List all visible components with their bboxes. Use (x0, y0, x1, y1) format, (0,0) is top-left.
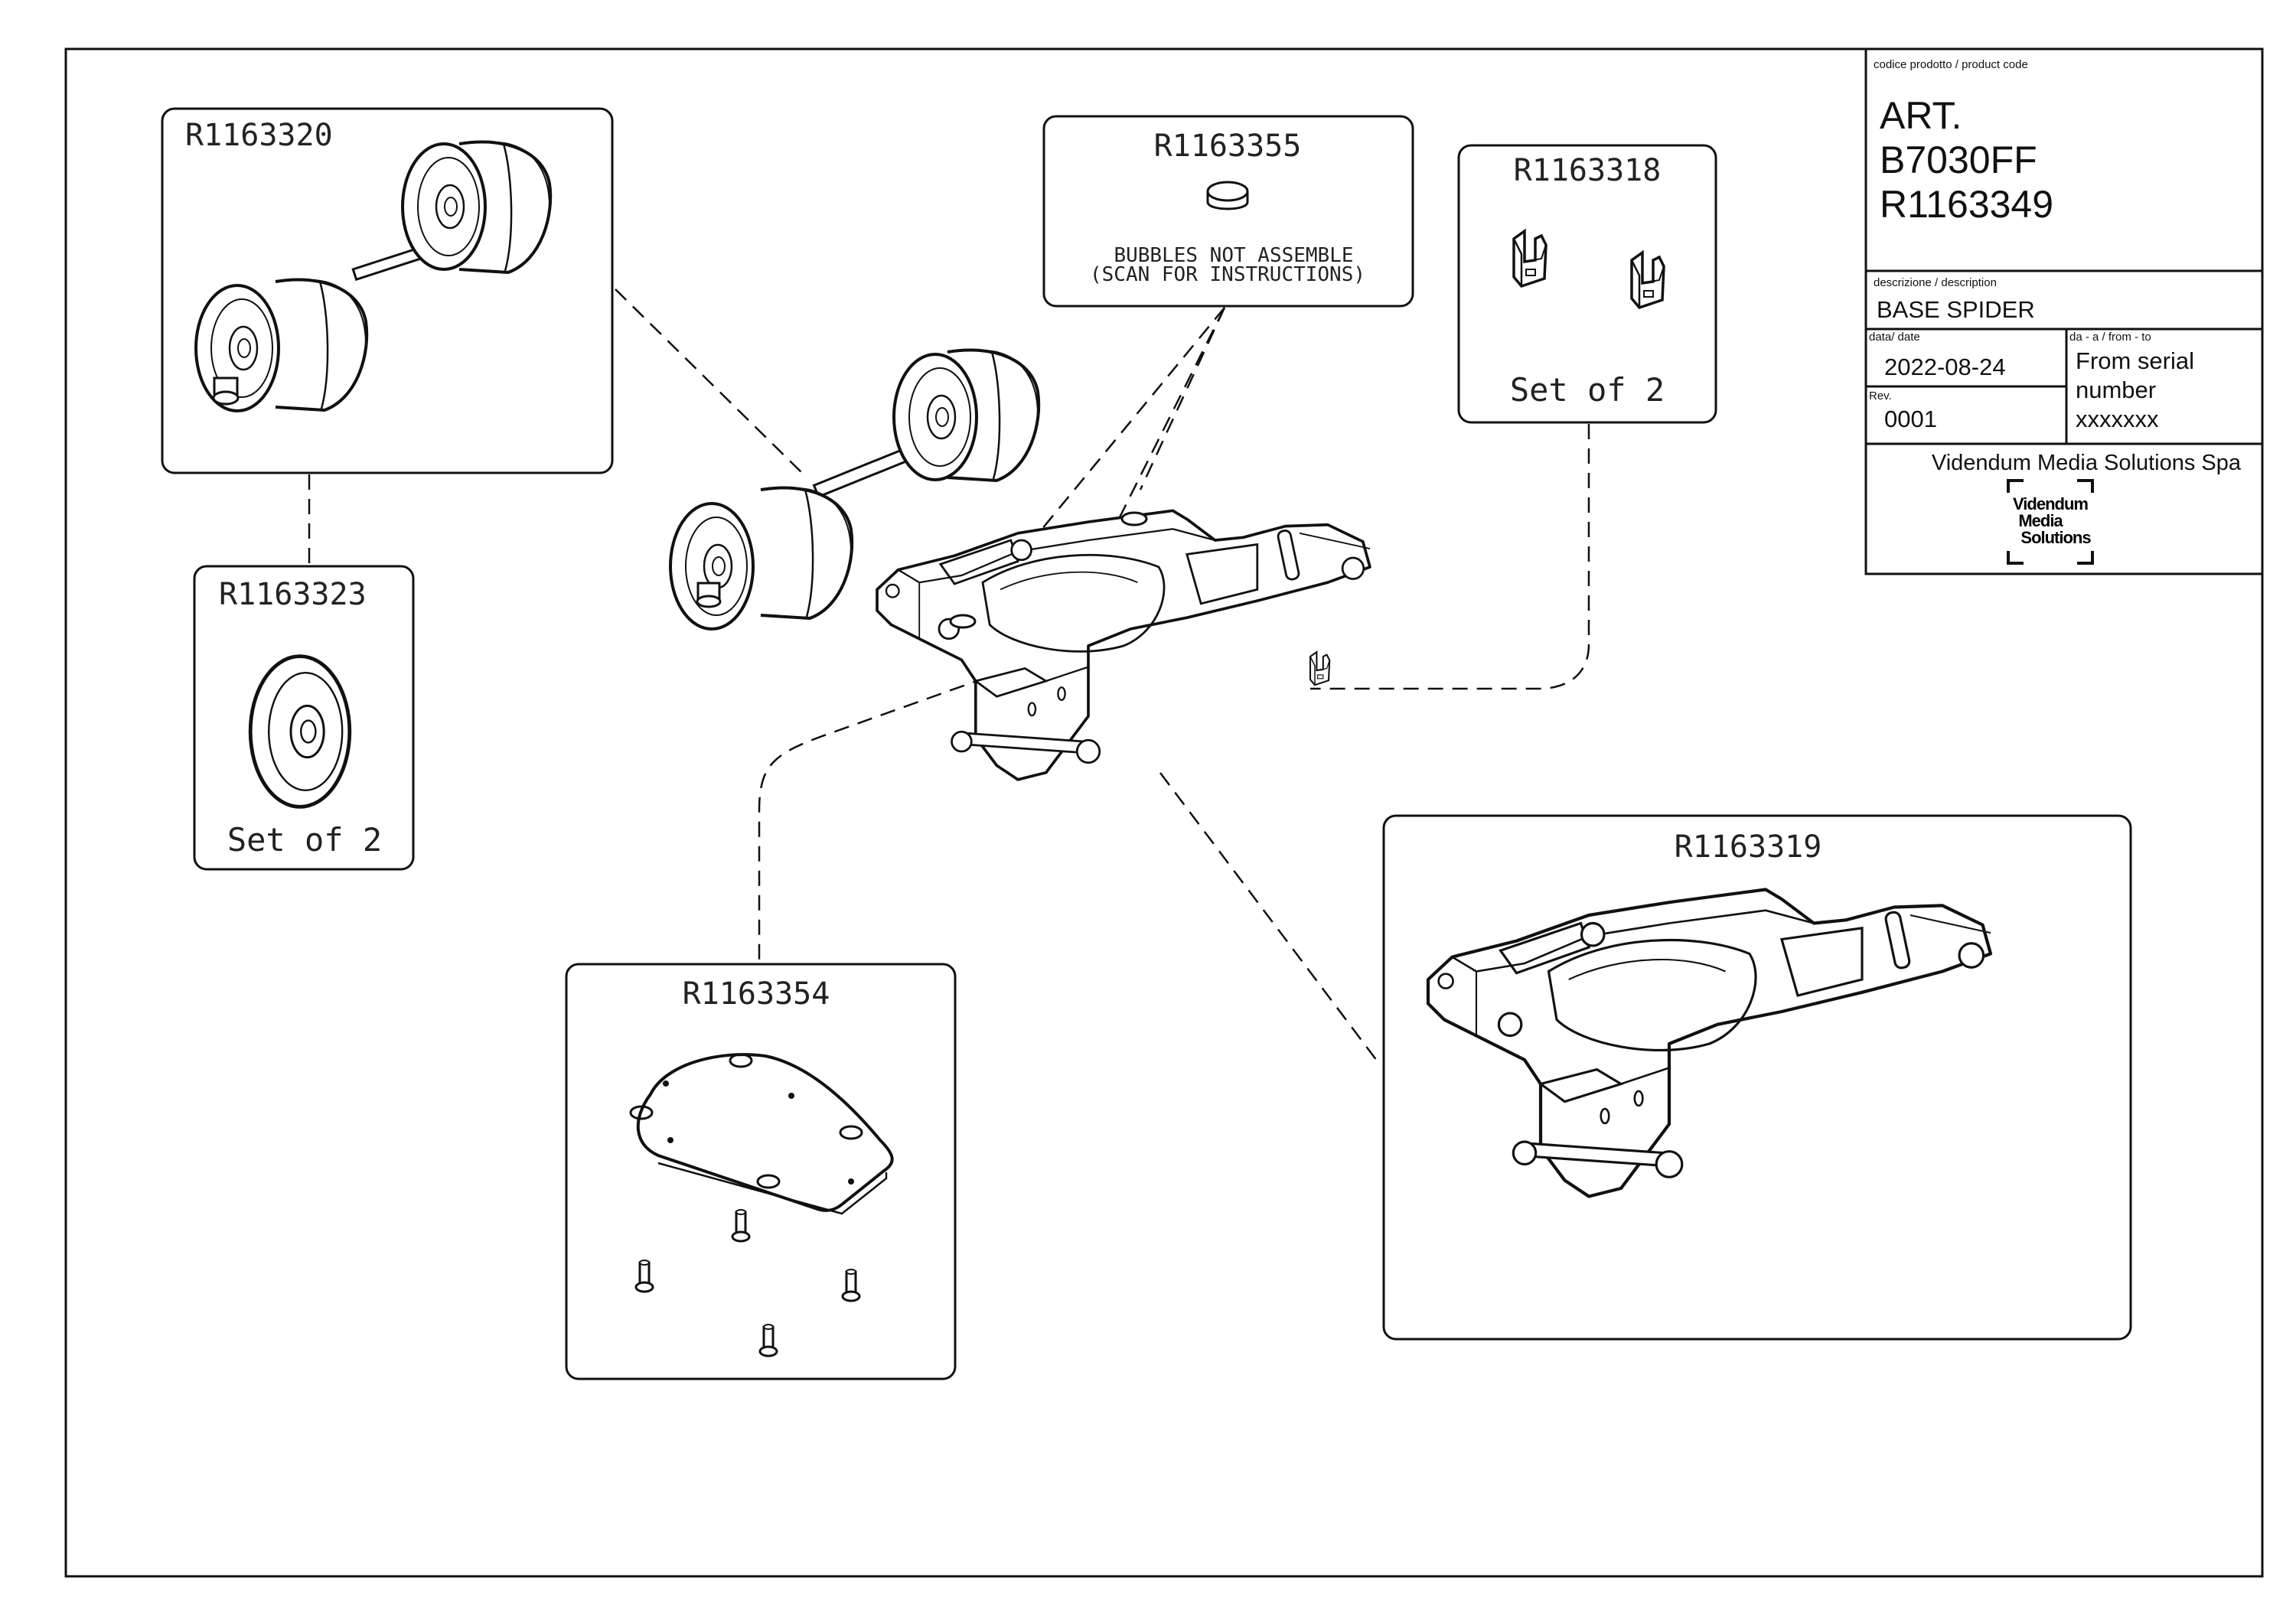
logo-line-1: Videndum (2013, 494, 2088, 513)
description-label: descrizione / description (1874, 276, 1997, 289)
from-to-line-1: From serial (2076, 347, 2194, 374)
art-line-3: R1163349 (1880, 183, 2053, 226)
part-code-frame: R1163319 (1675, 829, 1822, 865)
description-value: BASE SPIDER (1877, 296, 2035, 323)
date-value: 2022-08-24 (1884, 354, 2006, 380)
logo-line-3: Solutions (2020, 528, 2091, 547)
plate-icon (629, 1053, 894, 1215)
wheel-icon (194, 140, 553, 412)
title-block: codice prodotto / product code ART. B703… (1864, 47, 2264, 575)
clips-qty: Set of 2 (1510, 371, 1665, 409)
main-assembly (669, 348, 1371, 781)
product-code-label: codice prodotto / product code (1874, 58, 2028, 71)
clip-icon (1309, 650, 1331, 686)
callout-frame: R1163319 (1382, 814, 2132, 1341)
wheel-icon (250, 657, 350, 807)
from-to-line-3: xxxxxxx (2076, 406, 2159, 432)
bubble-note-line-2: (SCAN FOR INSTRUCTIONS) (1090, 263, 1365, 286)
art-line-1: ART. (1880, 94, 1962, 137)
company-name: Videndum Media Solutions Spa (1932, 451, 2242, 475)
callout-bubble: R1163355 BUBBLES NOT ASSEMBLE (SCAN FOR … (1042, 115, 1414, 308)
callout-plate: R1163354 (565, 963, 957, 1380)
wheel-icon (669, 348, 1041, 631)
part-code-bubble: R1163355 (1154, 129, 1302, 164)
from-to-label: da - a / from - to (2069, 331, 2151, 344)
leader-lines (308, 288, 1590, 1064)
art-line-2: B7030FF (1880, 139, 2037, 181)
callout-single-wheel: R1163323 Set of 2 (193, 565, 415, 871)
rev-value: 0001 (1884, 406, 1937, 432)
part-code-plate: R1163354 (683, 976, 830, 1012)
bubble-level-icon (949, 511, 1148, 629)
drawing-border (64, 47, 2264, 1578)
logo-line-2: Media (2018, 511, 2063, 530)
frame-icon (876, 509, 1371, 781)
bubble-note-line-1: BUBBLES NOT ASSEMBLE (1114, 244, 1353, 267)
callout-wheel-axle: R1163320 (161, 107, 614, 474)
part-code-single-wheel: R1163323 (219, 577, 367, 612)
single-wheel-qty: Set of 2 (227, 821, 382, 859)
bubble-level-icon (1206, 181, 1249, 210)
from-to-line-2: number (2076, 376, 2156, 403)
date-label: data/ date (1869, 331, 1920, 344)
part-code-clips: R1163318 (1514, 153, 1662, 188)
part-code-wheel-axle: R1163320 (185, 118, 333, 153)
callout-clips: R1163318 Set of 2 (1457, 144, 1717, 424)
rev-label: Rev. (1869, 389, 1892, 402)
logo-icon: Videndum Media Solutions (2007, 479, 2094, 565)
